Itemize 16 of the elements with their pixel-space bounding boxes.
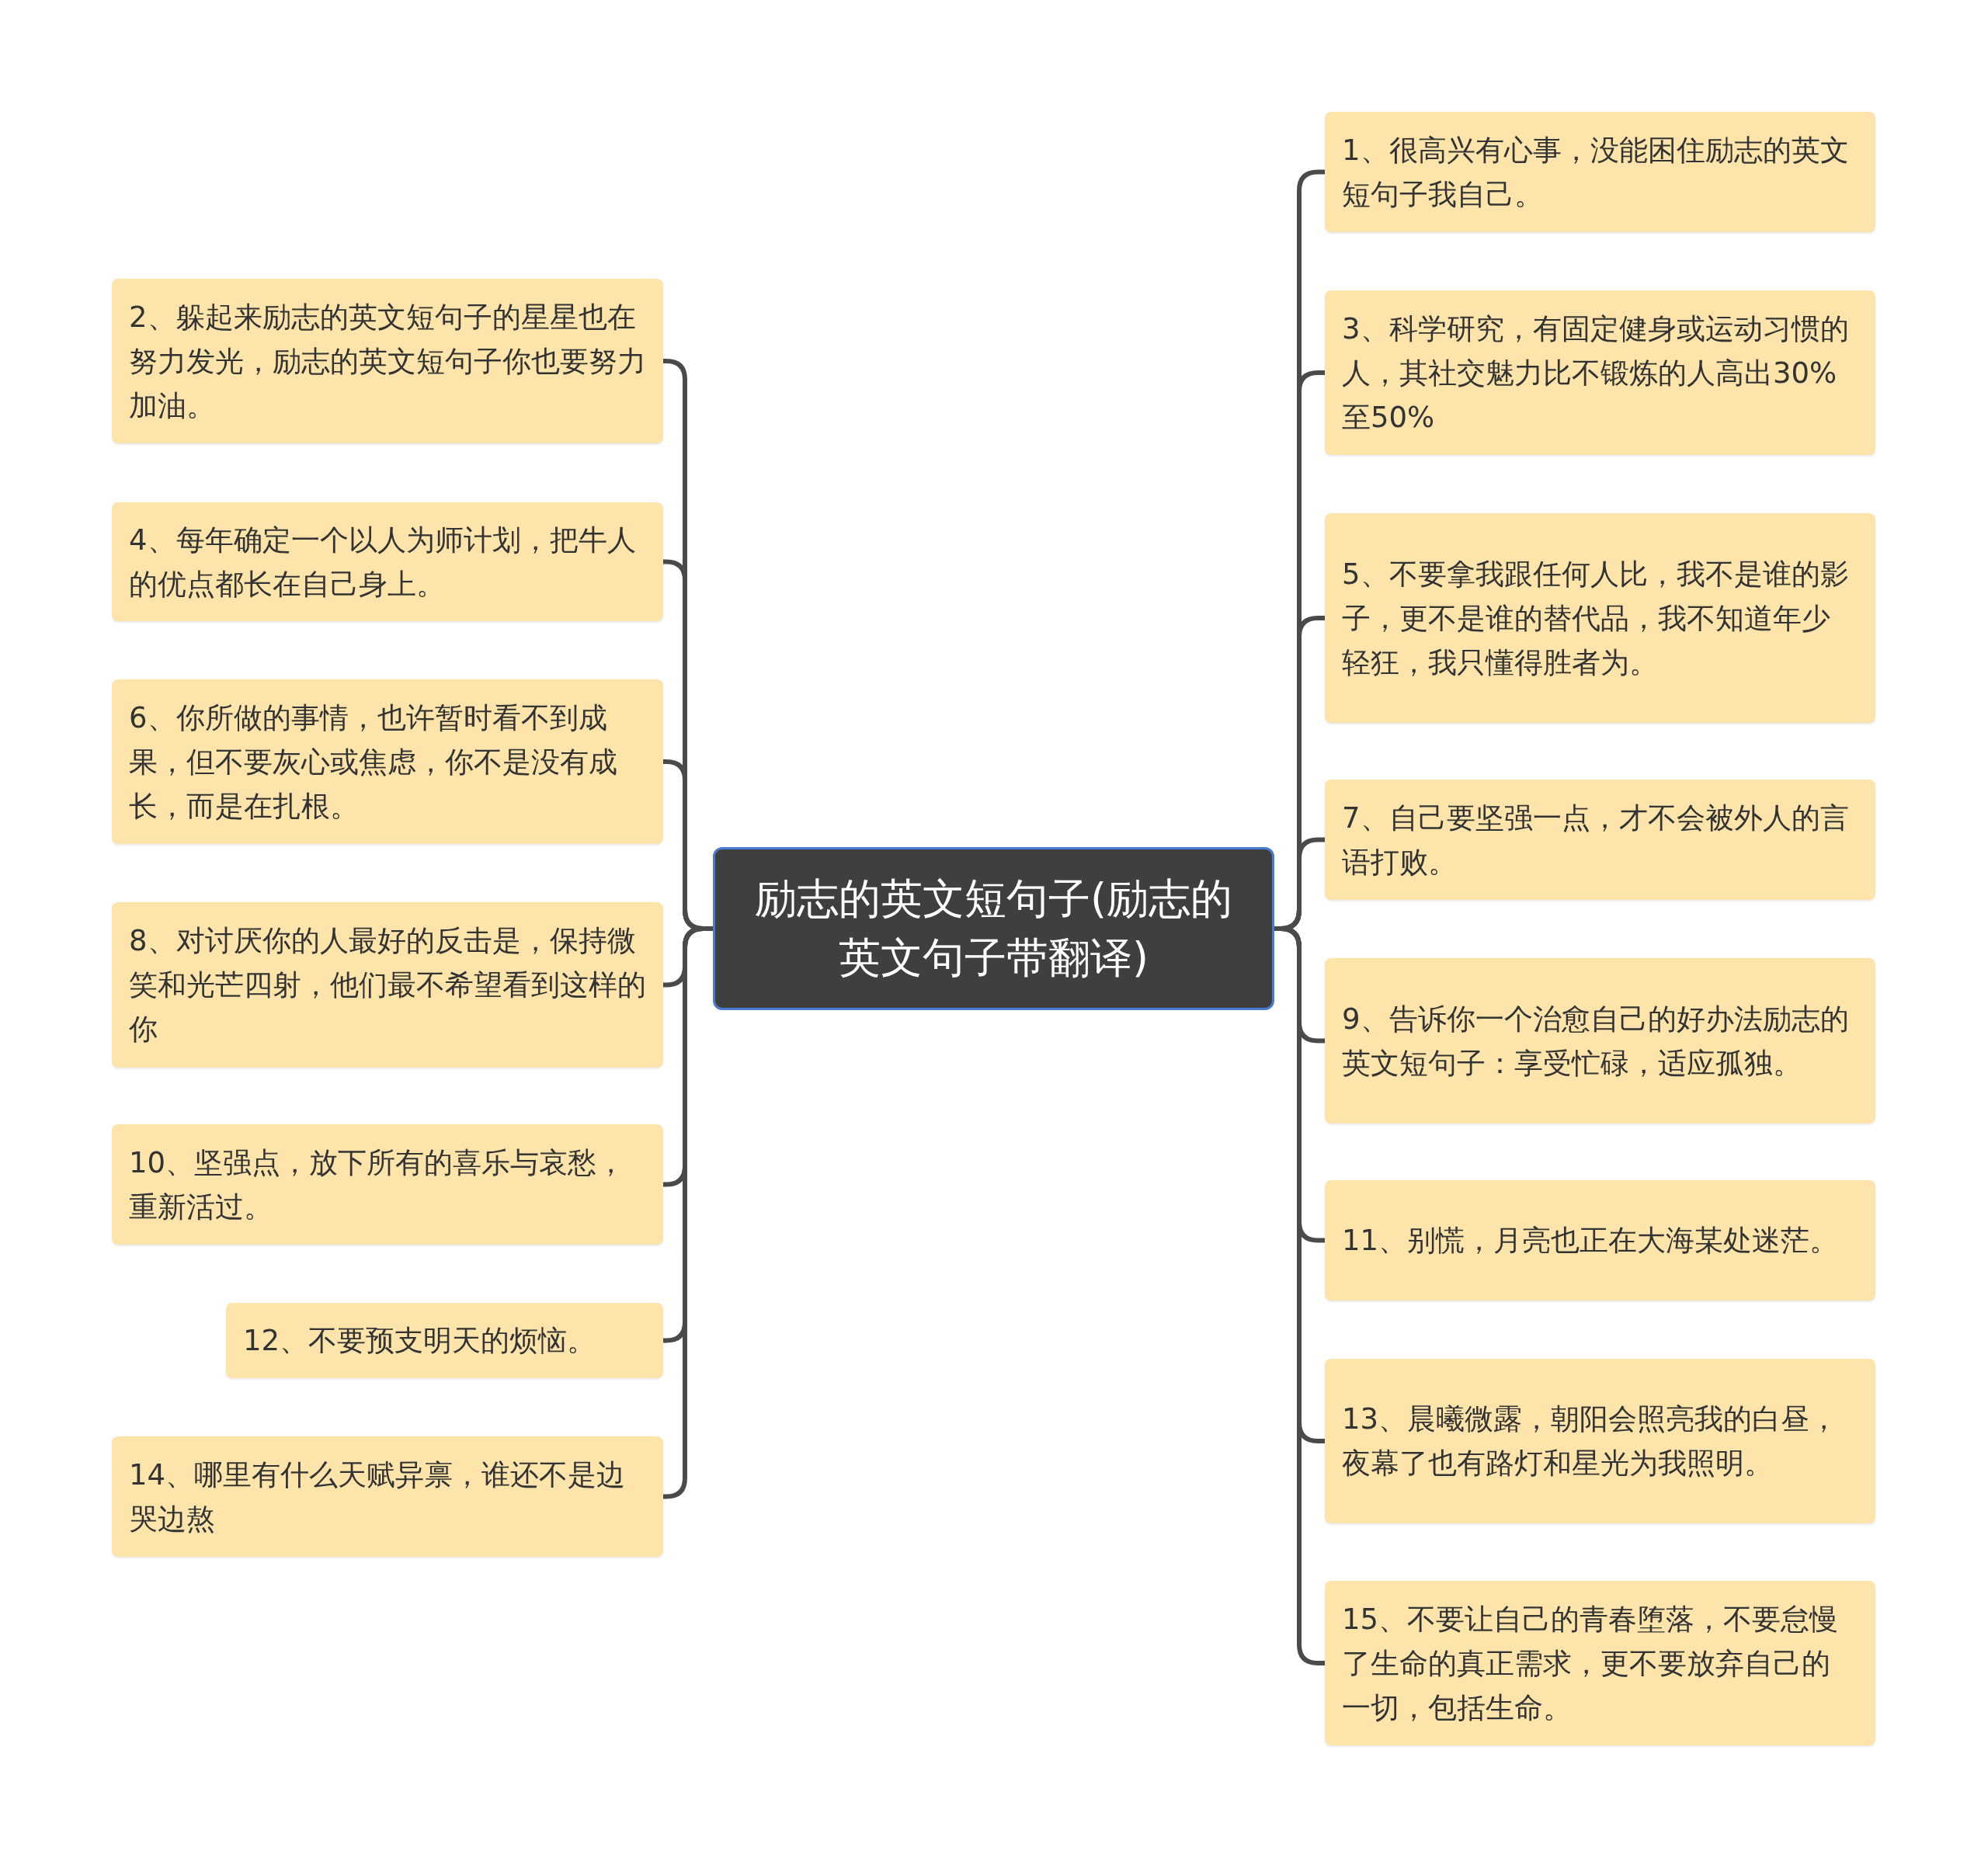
branch-topic: 15、不要让自己的青春堕落，不要怠慢了生命的真正需求，更不要放弃自己的一切，包括生命。 [1325, 1581, 1875, 1745]
branch-topic: 10、坚强点，放下所有的喜乐与哀愁，重新活过。 [112, 1124, 663, 1245]
branch-topic: 4、每年确定一个以人为师计划，把牛人的优点都长在自己身上。 [112, 502, 663, 621]
branch-topic: 2、躲起来励志的英文短句子的星星也在努力发光，励志的英文短句子你也要努力加油。 [112, 279, 663, 443]
branch-topic: 1、很高兴有心事，没能困住励志的英文短句子我自己。 [1325, 112, 1875, 232]
branch-topic: 6、你所做的事情，也许暂时看不到成果，但不要灰心或焦虑，你不是没有成长，而是在扎根。 [112, 679, 663, 844]
branch-topic: 12、不要预支明天的烦恼。 [226, 1303, 663, 1378]
branch-topic: 3、科学研究，有固定健身或运动习惯的人，其社交魅力比不锻炼的人高出30%至50% [1325, 290, 1875, 455]
branch-topic: 13、晨曦微露，朝阳会照亮我的白昼，夜幕了也有路灯和星光为我照明。 [1325, 1359, 1875, 1523]
central-topic: 励志的英文短句子(励志的英文句子带翻译) [713, 847, 1274, 1010]
branch-topic: 11、别慌，月亮也正在大海某处迷茫。 [1325, 1180, 1875, 1301]
branch-topic: 5、不要拿我跟任何人比，我不是谁的影子，更不是谁的替代品，我不知道年少轻狂，我只懂得胜者为。 [1325, 513, 1875, 723]
branch-topic: 7、自己要坚强一点，才不会被外人的言语打败。 [1325, 780, 1875, 900]
branch-topic: 9、告诉你一个治愈自己的好办法励志的英文短句子：享受忙碌，适应孤独。 [1325, 958, 1875, 1123]
branch-topic: 14、哪里有什么天赋异禀，谁还不是边哭边熬 [112, 1436, 663, 1557]
branch-topic: 8、对讨厌你的人最好的反击是，保持微笑和光芒四射，他们最不希望看到这样的你 [112, 902, 663, 1068]
